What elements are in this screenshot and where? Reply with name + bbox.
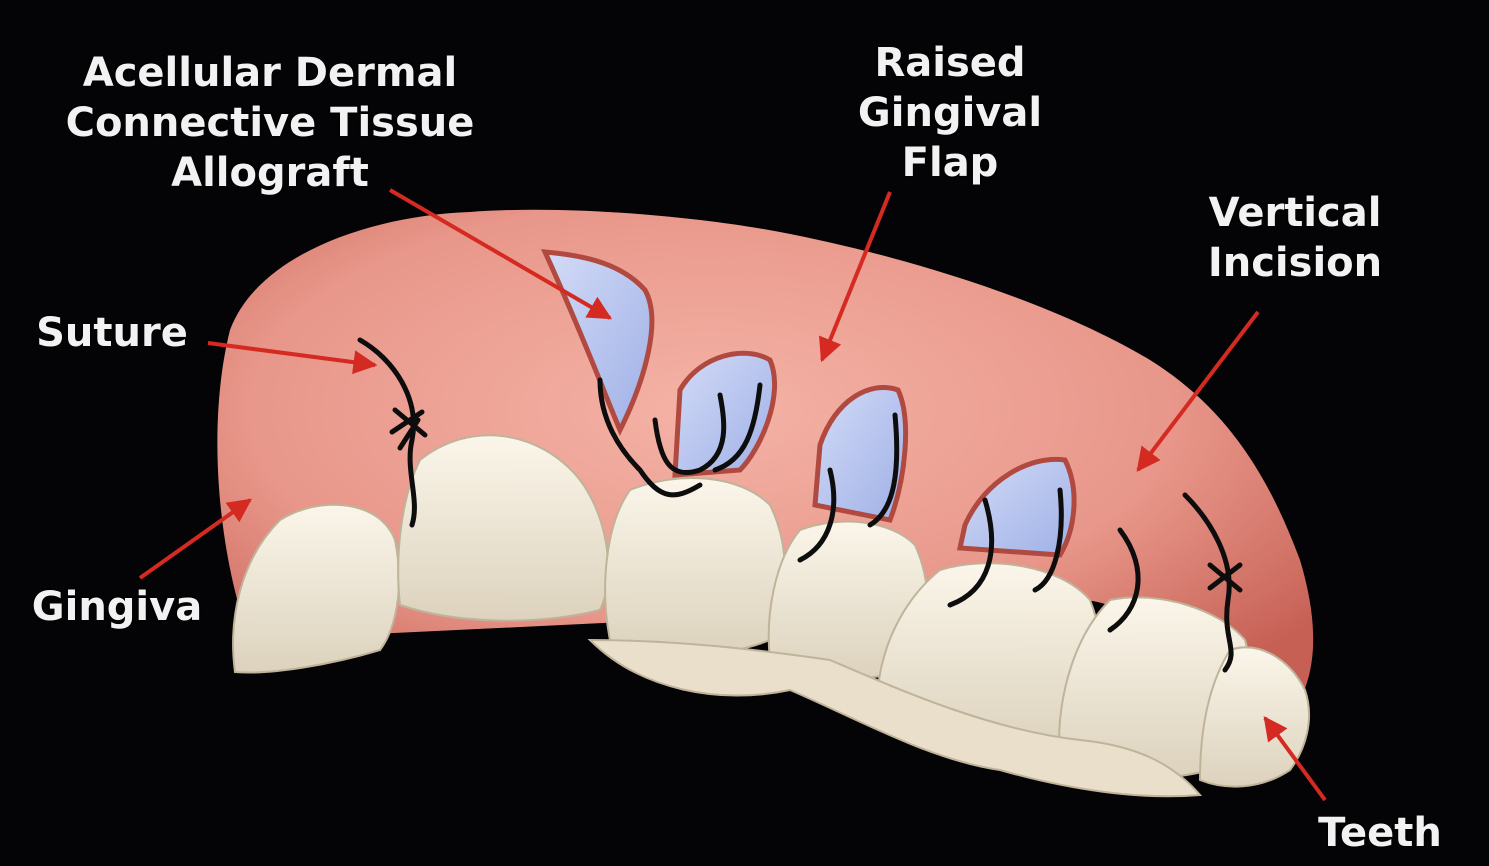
label-teeth: Teeth xyxy=(1300,808,1460,858)
label-suture: Suture xyxy=(22,308,202,358)
label-allograft: Acellular Dermal Connective Tissue Allog… xyxy=(40,48,500,198)
tooth-premolar-1 xyxy=(605,478,785,655)
label-vertical-incision: Vertical Incision xyxy=(1175,188,1415,288)
label-raised-gingival-flap: Raised Gingival Flap xyxy=(830,38,1070,188)
label-gingiva: Gingiva xyxy=(12,582,222,632)
